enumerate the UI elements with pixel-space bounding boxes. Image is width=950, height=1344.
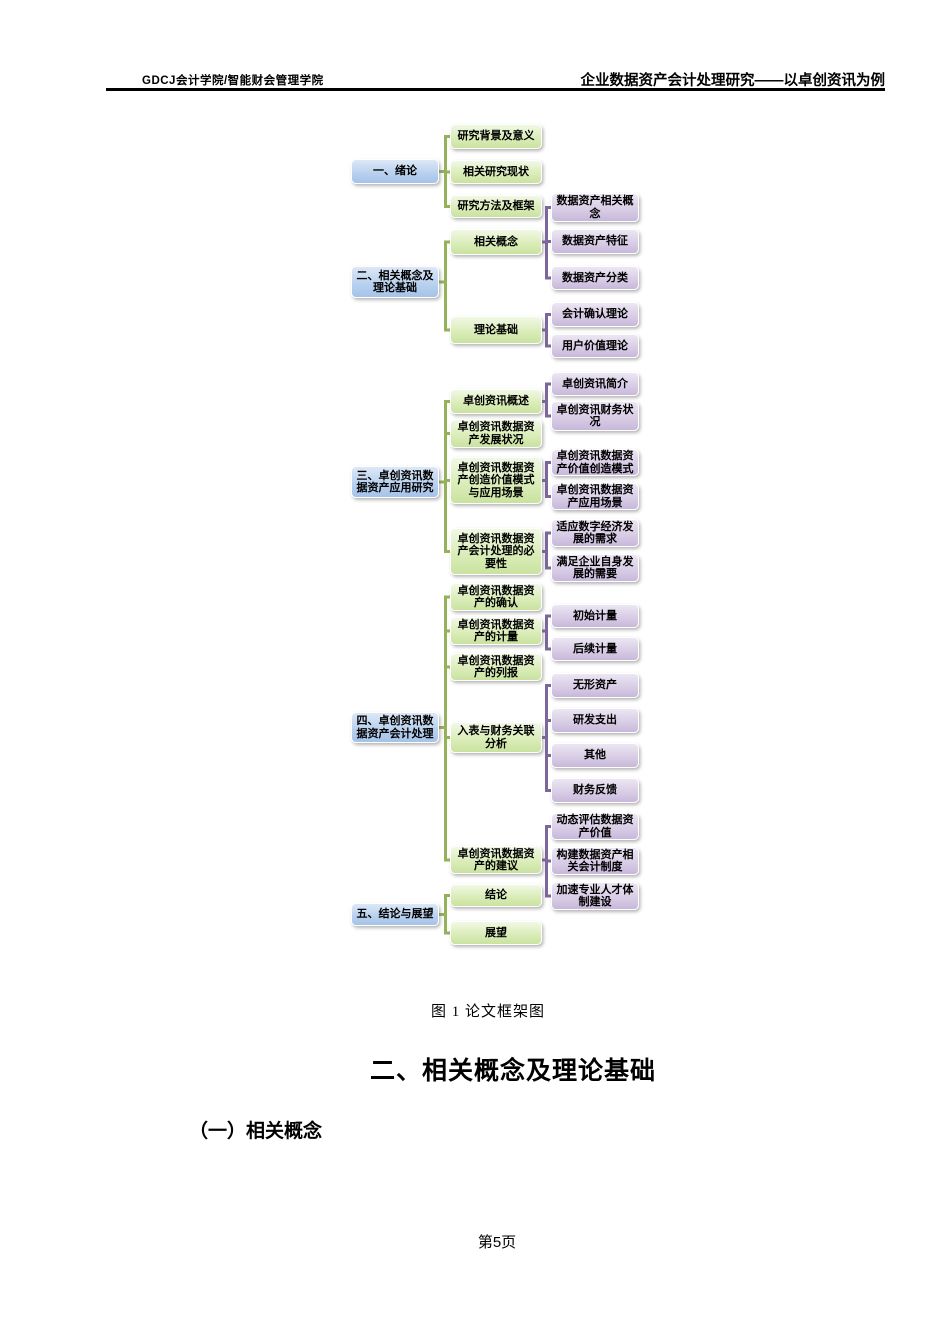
diagram-node-s3c3g2: 卓创资讯数据资产应用场景 (551, 483, 639, 510)
diagram-node-s5c1: 结论 (450, 884, 542, 907)
diagram-node-s4c4g3: 其他 (551, 743, 639, 768)
diagram-node-s3c2: 卓创资讯数据资产发展状况 (450, 419, 542, 448)
diagram-node-s4: 四、卓创资讯数据资产会计处理 (351, 712, 439, 743)
diagram-node-s4c1: 卓创资讯数据资产的确认 (450, 583, 542, 611)
diagram-node-s4c4g2: 研发支出 (551, 708, 639, 733)
diagram-node-s2c1g2: 数据资产特征 (551, 229, 639, 254)
diagram-node-s1c1: 研究背景及意义 (450, 124, 542, 149)
diagram-node-s4c5g1: 动态评估数据资产价值 (551, 813, 639, 840)
diagram-node-s4c2g2: 后续计量 (551, 637, 639, 661)
diagram-node-s3c1: 卓创资讯概述 (450, 389, 542, 414)
diagram-node-s5c2: 展望 (450, 921, 542, 945)
diagram-node-s2c2g1: 会计确认理论 (551, 302, 639, 327)
section-heading: 二、相关概念及理论基础 (369, 1057, 657, 1085)
diagram-node-s4c2: 卓创资讯数据资产的计量 (450, 617, 542, 645)
diagram-node-s3c3: 卓创资讯数据资产创造价值模式与应用场景 (450, 457, 542, 504)
diagram-node-s4c2g1: 初始计量 (551, 604, 639, 628)
diagram-node-s2c1g1: 数据资产相关概念 (551, 193, 639, 222)
diagram-node-s3c1g2: 卓创资讯财务状况 (551, 401, 639, 431)
header-school-name: GDCJ会计学院/智能财会管理学院 (142, 75, 324, 87)
diagram-node-s3: 三、卓创资讯数据资产应用研究 (351, 466, 439, 498)
diagram-node-s4c4g4: 财务反馈 (551, 778, 639, 803)
diagram-node-s1c2: 相关研究现状 (450, 160, 542, 184)
page-number: 第5页 (477, 1234, 517, 1251)
diagram-node-s1: 一、绪论 (351, 159, 439, 184)
diagram-node-s3c4: 卓创资讯数据资产会计处理的必要性 (450, 528, 542, 575)
diagram-node-s4c4: 入表与财务关联分析 (450, 722, 542, 753)
diagram-node-s4c5g3: 加速专业人才体制建设 (551, 882, 639, 910)
diagram-node-s2c1g3: 数据资产分类 (551, 266, 639, 290)
diagram-node-s4c5: 卓创资讯数据资产的建议 (450, 846, 542, 874)
diagram-node-s3c1g1: 卓创资讯简介 (551, 372, 639, 396)
header-divider-rule (106, 88, 885, 91)
diagram-node-s2: 二、相关概念及理论基础 (351, 266, 439, 298)
diagram-node-s2c1: 相关概念 (450, 229, 542, 255)
subsection-heading: （一）相关概念 (189, 1121, 323, 1142)
diagram-node-s4c4g1: 无形资产 (551, 673, 639, 698)
diagram-node-s2c2g2: 用户价值理论 (551, 334, 639, 358)
diagram-node-s3c4g1: 适应数字经济发展的需求 (551, 519, 639, 547)
diagram-node-s2c2: 理论基础 (450, 316, 542, 344)
diagram-node-s4c5g2: 构建数据资产相关会计制度 (551, 847, 639, 875)
diagram-node-s3c3g1: 卓创资讯数据资产价值创造模式 (551, 449, 639, 476)
diagram-node-s5: 五、结论与展望 (351, 903, 439, 926)
header-document-title: 企业数据资产会计处理研究——以卓创资讯为例 (580, 73, 886, 89)
diagram-node-s3c4g2: 满足企业自身发展的需要 (551, 554, 639, 582)
figure-caption: 图 1 论文框架图 (430, 1004, 546, 1020)
diagram-node-s1c3: 研究方法及框架 (450, 195, 542, 218)
diagram-node-s4c3: 卓创资讯数据资产的列报 (450, 653, 542, 681)
